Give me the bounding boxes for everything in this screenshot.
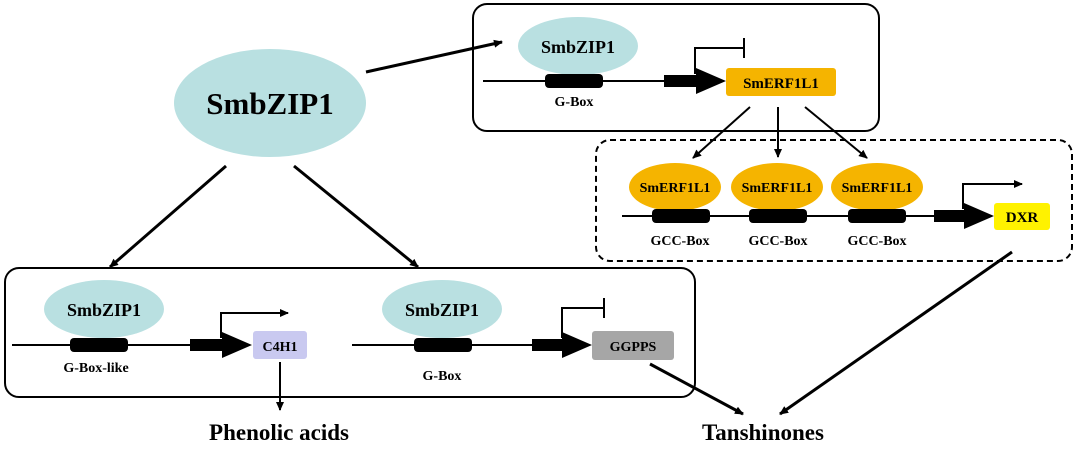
main-regulator-label: SmbZIP1 [206, 86, 333, 121]
arrow-main-to-bottom-right [293, 164, 419, 269]
arrow-erf-to-tf3 [804, 106, 868, 159]
br-gbox-element [414, 338, 472, 352]
erf-tf-label-2: SmERF1L1 [742, 181, 813, 196]
top-gbox-element [545, 74, 603, 88]
erf-target-label: DXR [1006, 210, 1039, 226]
bottom-module-frame [4, 267, 696, 398]
gcc-box-label-3: GCC-Box [847, 234, 906, 249]
arrow-dxr-to-tanshinones [779, 250, 1013, 416]
bl-tf-oval [44, 280, 164, 338]
bl-promoter-arrow [190, 332, 252, 358]
top-tf-oval [518, 17, 638, 75]
product-tanshinones: Tanshinones [702, 420, 824, 445]
top-target-box [726, 68, 836, 96]
br-gbox-label: G-Box [423, 369, 462, 384]
top-module-frame [472, 3, 880, 132]
erf-tf-oval-2 [731, 163, 823, 211]
erf-tf-label-3: SmERF1L1 [842, 181, 913, 196]
br-tf-oval [382, 280, 502, 338]
br-target-label: GGPPS [610, 340, 657, 355]
gcc-box-element-3 [848, 209, 906, 223]
product-phenolic-acids: Phenolic acids [209, 420, 349, 445]
erf-module-frame [595, 139, 1073, 262]
erf-tf-label-1: SmERF1L1 [640, 181, 711, 196]
top-promoter-arrow [664, 68, 726, 94]
main-regulator-oval [174, 49, 366, 157]
arrow-erf-to-tf1 [692, 106, 751, 159]
arrow-main-to-top [365, 39, 503, 74]
bl-activation-arrow [220, 309, 289, 338]
br-repression-symbol [561, 298, 605, 338]
bl-gbox-like-label: G-Box-like [63, 361, 128, 376]
arrow-ggpps-to-tanshinones [649, 362, 744, 416]
gcc-box-element-2 [749, 209, 807, 223]
gcc-box-label-1: GCC-Box [650, 234, 709, 249]
erf-tf-oval-1 [629, 163, 721, 211]
erf-activation-arrow [962, 180, 1023, 209]
erf-target-box [994, 203, 1050, 230]
gcc-box-element-1 [652, 209, 710, 223]
bl-target-label: C4H1 [263, 340, 298, 355]
gcc-box-label-2: GCC-Box [748, 234, 807, 249]
br-tf-label: SmbZIP1 [405, 300, 479, 320]
bl-target-box [253, 331, 307, 359]
top-target-label: SmERF1L1 [743, 76, 819, 92]
erf-tf-oval-3 [831, 163, 923, 211]
br-promoter-arrow [532, 332, 592, 358]
erf-promoter-arrow [934, 203, 994, 229]
br-target-box [592, 331, 674, 360]
arrow-main-to-bottom-left [109, 164, 227, 269]
top-repression-symbol [694, 38, 745, 74]
bl-gbox-like-element [70, 338, 128, 352]
top-gbox-label: G-Box [555, 95, 594, 110]
top-tf-label: SmbZIP1 [541, 37, 615, 57]
bl-tf-label: SmbZIP1 [67, 300, 141, 320]
